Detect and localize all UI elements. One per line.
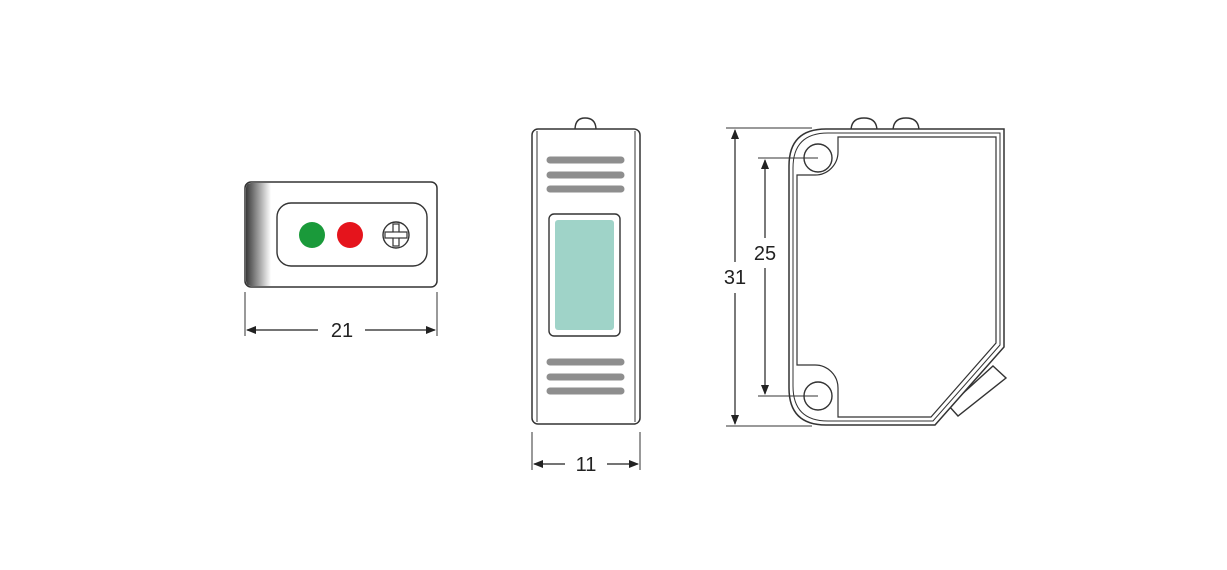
- side-view-bump-2: [892, 117, 920, 132]
- side-view-height-label: 31: [724, 267, 746, 289]
- front-view-cable-bump: [574, 117, 597, 131]
- side-view-inner-face: [796, 136, 997, 418]
- lens-window: [555, 220, 614, 330]
- front-view-width-label: 11: [576, 454, 597, 476]
- side-view: 31 25: [724, 117, 1008, 427]
- vent-slots-lower: [546, 358, 625, 395]
- top-view-shading: [246, 183, 271, 286]
- top-view: 21: [244, 181, 438, 342]
- side-view-body-outer: [788, 128, 1005, 426]
- green-led-indicator: [299, 222, 325, 248]
- red-led-indicator: [337, 222, 363, 248]
- side-view-bump-1: [850, 117, 878, 132]
- front-view: 11: [531, 117, 641, 476]
- side-view-hole-spacing-label: 25: [754, 243, 776, 265]
- top-view-width-label: 21: [331, 320, 353, 342]
- crosshair-screw-icon: [382, 221, 410, 249]
- vent-slots-upper: [546, 156, 625, 193]
- side-view-body-inner: [792, 132, 1001, 422]
